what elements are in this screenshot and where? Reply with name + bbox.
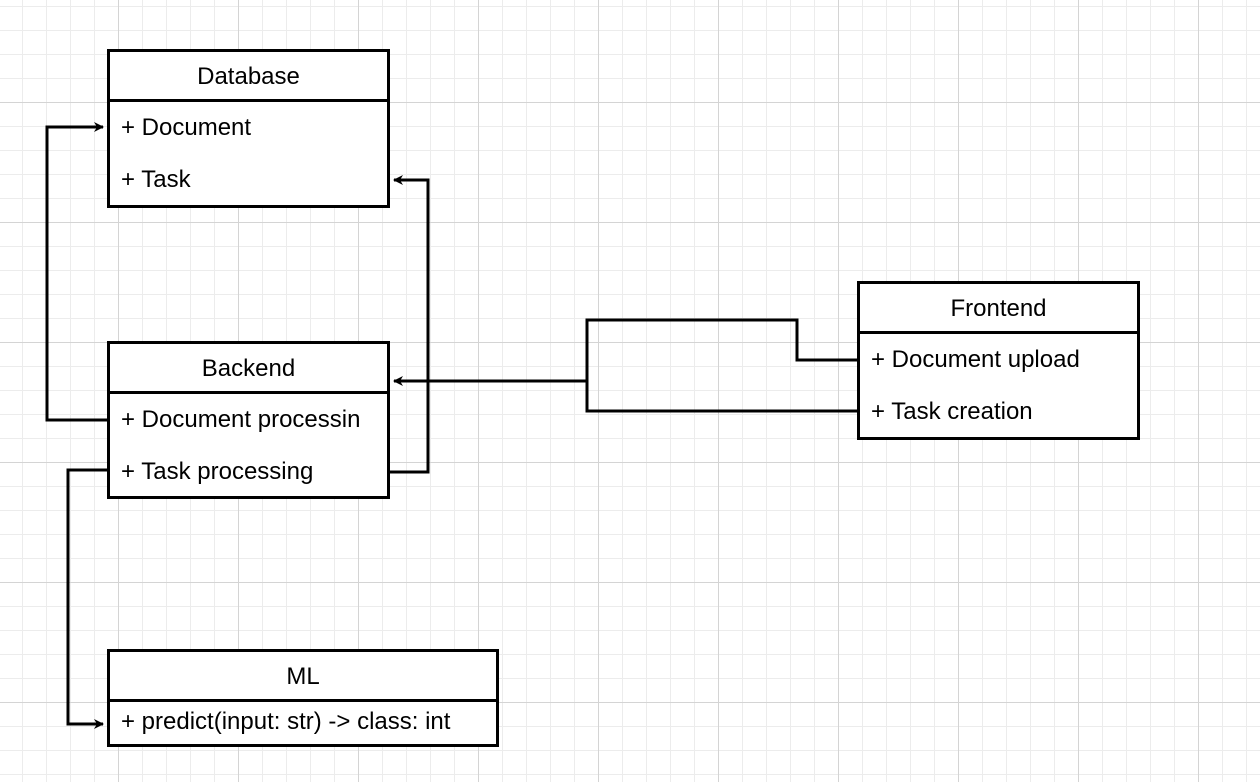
connector-backend-to-ml — [66, 468, 107, 729]
ml-title: ML — [110, 652, 496, 702]
backend-title: Backend — [110, 344, 387, 394]
backend-attr-task-processing: + Task processing — [121, 458, 314, 485]
frontend-title: Frontend — [860, 284, 1137, 334]
frontend-attr-task-creation: + Task creation — [871, 398, 1033, 425]
connector-backend-to-database-document — [45, 122, 107, 422]
database-title: Database — [110, 52, 387, 102]
ml-attr-predict: + predict(input: str) -> class: int — [121, 708, 451, 735]
database-attr-document: + Document — [121, 114, 252, 141]
backend-class-box[interactable]: Backend + Document processin + Task proc… — [107, 341, 390, 499]
connector-frontend-upload-to-backend — [393, 318, 857, 386]
connector-frontend-task-to-backend — [585, 381, 857, 413]
frontend-class-box[interactable]: Frontend + Document upload + Task creati… — [857, 281, 1140, 440]
frontend-attr-document-upload: + Document upload — [871, 346, 1080, 373]
connector-backend-to-database-task — [390, 175, 430, 474]
database-class-box[interactable]: Database + Document + Task — [107, 49, 390, 208]
backend-attr-document-processing: + Document processin — [121, 406, 361, 433]
database-attr-task: + Task — [121, 166, 191, 193]
ml-class-box[interactable]: ML + predict(input: str) -> class: int — [107, 649, 499, 747]
